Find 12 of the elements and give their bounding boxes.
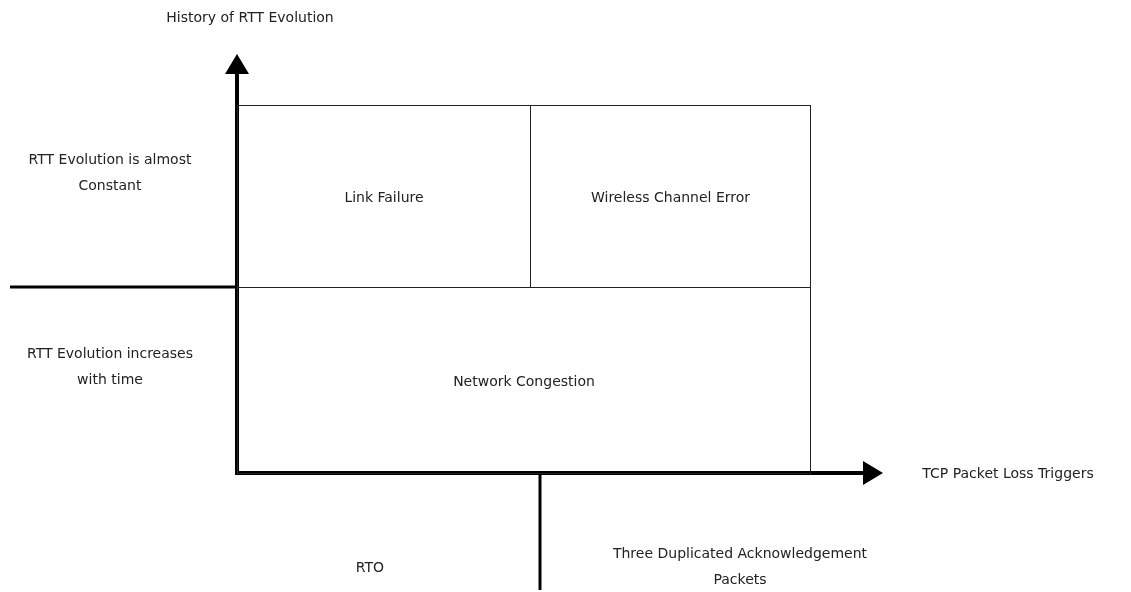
quadrant-box <box>237 287 811 474</box>
quadrant-label: Link Failure <box>344 188 424 205</box>
column-label: RTO <box>354 558 386 577</box>
quadrant-label: Network Congestion <box>453 372 595 389</box>
quadrant-box <box>530 105 811 288</box>
axis-title: History of RTT Evolution <box>165 8 335 27</box>
row-label: RTT Evolution increases with time <box>25 344 194 389</box>
column-label: Three Duplicated Acknowledgement Packets <box>611 544 869 589</box>
axis-title: TCP Packet Loss Triggers <box>921 464 1095 483</box>
quadrant-label: Wireless Channel Error <box>590 188 751 205</box>
quadrant-box <box>237 105 531 288</box>
row-label: RTT Evolution is almost Constant <box>27 150 193 195</box>
